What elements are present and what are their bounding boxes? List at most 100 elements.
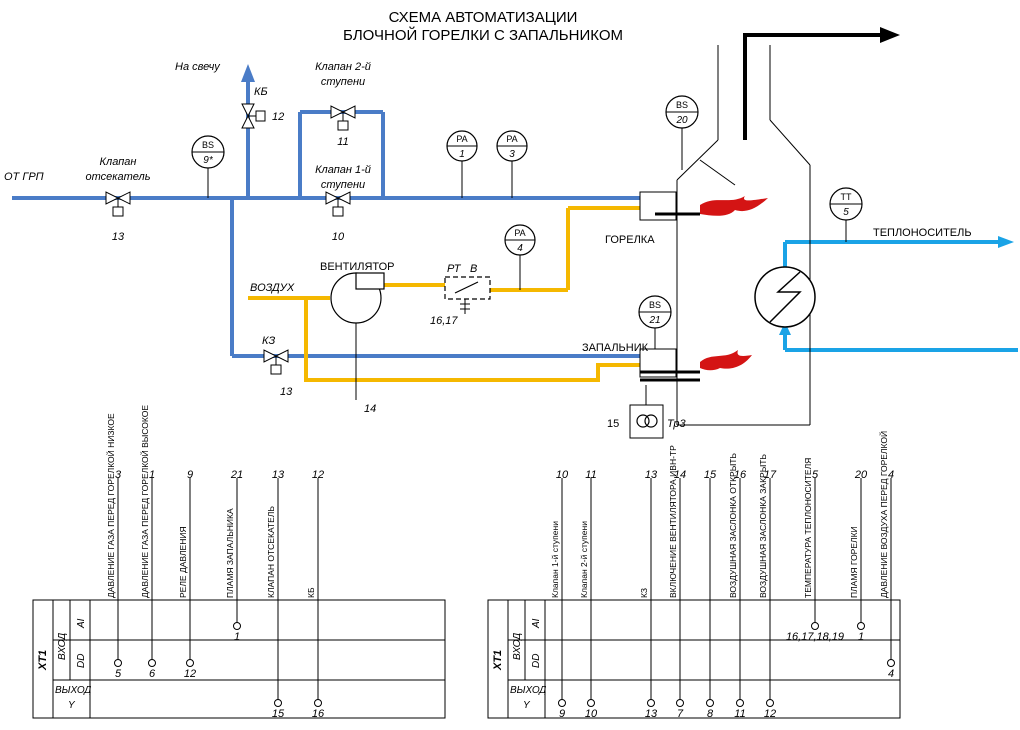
table_left-column-top-number: 12 — [312, 469, 324, 481]
svg-text:BS: BS — [649, 300, 661, 310]
table_right-column-top-number: 20 — [854, 469, 868, 481]
table-left-dd: DD — [76, 654, 87, 668]
table_left-column-label: КЛАПАН ОТСЕКАТЕЛЬ — [266, 506, 276, 598]
table_left-column-label: ДАВЛЕНИЕ ГАЗА ПЕРЕД ГОРЕЛКОЙ ВЫСОКОЕ — [139, 405, 150, 598]
furnace-outline — [676, 45, 811, 426]
table_right-column-label: ВОЗДУШНАЯ ЗАСЛОНКА ЗАКРЫТЬ — [758, 454, 768, 598]
table_right-column-bottom-number: 12 — [764, 708, 776, 720]
svg-text:9*: 9* — [203, 155, 214, 166]
table_right-column-bottom-number: 16,17,18,19 — [786, 631, 844, 643]
label-kz: КЗ — [262, 335, 275, 347]
svg-text:1: 1 — [459, 149, 465, 160]
table_right-column-bottom-number: 8 — [707, 708, 714, 720]
table_left-column-top-number: 13 — [272, 469, 285, 481]
table_right-column-label: Клапан 1-й ступени — [550, 521, 560, 598]
heat-out-arrow — [998, 236, 1014, 248]
table-right-ai: AI — [531, 618, 542, 629]
table_left-column-bottom-number: 15 — [272, 708, 285, 720]
svg-text:TT: TT — [841, 192, 852, 202]
igniter — [639, 348, 752, 382]
table_right-column-label: ВКЛЮЧЕНИЕ ВЕНТИЛЯТОРА ИВН-ТР — [668, 445, 678, 598]
table_right-column-top-number: 14 — [674, 469, 686, 481]
table_right-terminal — [766, 699, 774, 707]
table-left-vyhod: ВЫХОД — [55, 685, 91, 696]
valve-shutoff — [105, 191, 131, 217]
table-right-y: Y — [523, 700, 531, 711]
valve-kz — [263, 349, 289, 375]
svg-text:3: 3 — [509, 149, 515, 160]
table-right-vyhod: ВЫХОД — [510, 685, 546, 696]
table_left-terminal — [314, 699, 322, 707]
table_right-column-top-number: 11 — [585, 469, 596, 481]
table-left — [32, 599, 446, 719]
transformer-number: 15 — [607, 418, 619, 430]
instrument-taps — [207, 127, 847, 349]
label-fan-num: 14 — [364, 403, 376, 415]
table_left-column-label: ПЛАМЯ ЗАПАЛЬНИКА — [225, 508, 235, 598]
svg-text:PA: PA — [506, 134, 517, 144]
table_right-terminal — [811, 622, 819, 630]
svg-text:PA: PA — [514, 228, 525, 238]
instrument-pa-1: PA 1 — [446, 130, 478, 162]
flue-gas-arrow — [743, 27, 900, 140]
instrument-bs-21: BS 21 — [638, 295, 672, 329]
instrument-pa-3: PA 3 — [496, 130, 528, 162]
table_right-column-label: ВОЗДУШНАЯ ЗАСЛОНКА ОТКРЫТЬ — [728, 453, 738, 598]
table_right-column-bottom-number: 1 — [858, 631, 864, 643]
table_right-terminal — [587, 699, 595, 707]
table-right-dd: DD — [531, 654, 542, 668]
table_left-terminal — [148, 659, 156, 667]
table_left-terminal — [233, 622, 241, 630]
label-teplonositel: ТЕПЛОНОСИТЕЛЬ — [873, 227, 972, 239]
table_left-column-bottom-number: 5 — [115, 668, 122, 680]
table_left-column-top-number: 9 — [187, 469, 193, 481]
svg-text:BS: BS — [676, 100, 688, 110]
instrument-bs-9: BS 9* — [191, 135, 225, 169]
table_left-column-bottom-number: 6 — [149, 668, 156, 680]
valve-kb — [241, 103, 266, 129]
table_right-column-bottom-number: 11 — [734, 708, 745, 720]
transformer — [629, 385, 664, 439]
table_left-column-label: РЕЛЕ ДАВЛЕНИЯ — [178, 526, 188, 598]
table_right-column-label: ПЛАМЯ ГОРЕЛКИ — [849, 526, 859, 598]
table_right-terminal — [676, 699, 684, 707]
table_right-column-label: КЗ — [639, 588, 649, 598]
pressure-relay — [444, 276, 491, 314]
table_right-column-top-number: 16 — [734, 469, 747, 481]
instrument-bs-20: BS 20 — [665, 95, 699, 129]
table_right-column-top-number: 4 — [888, 469, 894, 481]
table_left-terminal — [114, 659, 122, 667]
svg-text:20: 20 — [675, 115, 688, 126]
table_left-terminal — [274, 699, 282, 707]
label-ventilyator: ВЕНТИЛЯТОР — [320, 261, 395, 273]
table-left-xt: XT1 — [37, 650, 49, 671]
valve-stage-1 — [325, 191, 351, 217]
water-pipes — [783, 240, 1018, 352]
table_right-column-bottom-number: 7 — [677, 708, 684, 720]
table_right-column-label: ДАВЛЕНИЕ ВОЗДУХА ПЕРЕД ГОРЕЛКОЙ — [878, 431, 889, 598]
table_left-column-bottom-number: 1 — [234, 631, 240, 643]
svg-text:5: 5 — [843, 207, 849, 218]
table_right-column-bottom-number: 9 — [559, 708, 565, 720]
label-rt: РТ — [447, 263, 462, 275]
heat-exchanger — [754, 266, 816, 328]
table-left-ai: AI — [76, 618, 87, 629]
table_right-column-label: Клапан 2-й ступени — [579, 521, 589, 598]
label-stage1-num: 10 — [332, 231, 345, 243]
fan — [330, 272, 385, 400]
table_right-column-label: ТЕМПЕРАТУРА ТЕПЛОНОСИТЕЛЯ — [803, 458, 813, 598]
candle-arrow-head — [241, 64, 255, 82]
label-shutoff-1: Клапан — [100, 156, 137, 168]
label-shutoff-num: 13 — [112, 231, 125, 243]
burner — [639, 191, 768, 221]
table_left-column-bottom-number: 16 — [312, 708, 325, 720]
label-ot-grp: ОТ ГРП — [4, 171, 44, 183]
table-left-y: Y — [68, 700, 76, 711]
label-kb-num: 12 — [272, 111, 284, 123]
table-right — [487, 599, 901, 719]
table_right-column-bottom-number: 10 — [585, 708, 598, 720]
table_right-column-top-number: 15 — [704, 469, 717, 481]
heat-in-arrow — [779, 322, 791, 335]
